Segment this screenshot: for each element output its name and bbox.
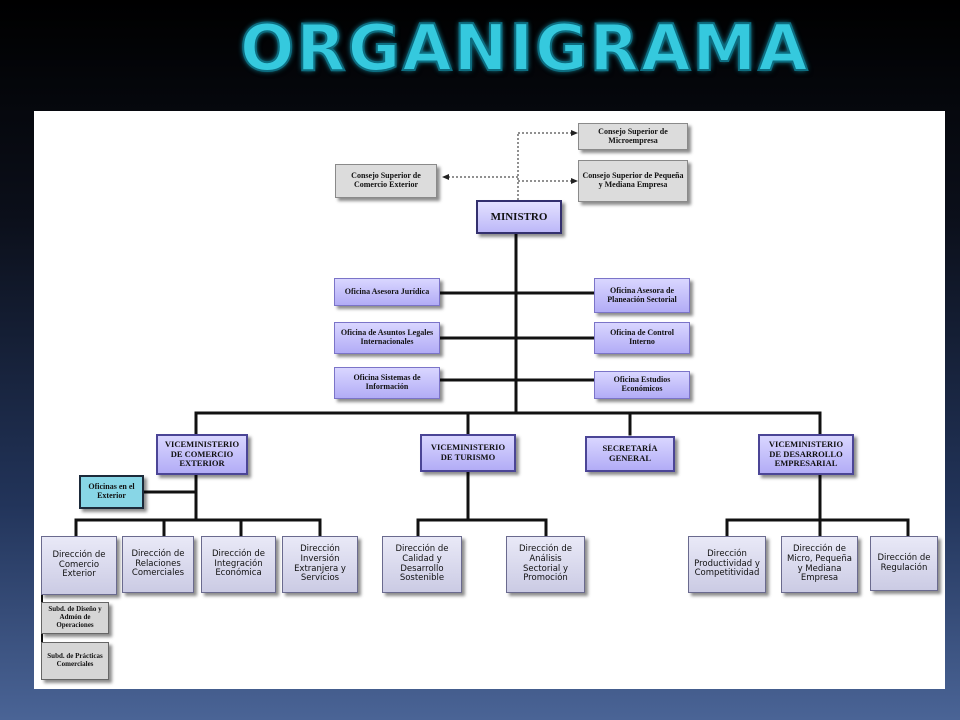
dotted-connectors <box>448 132 574 200</box>
consejo-comercio-exterior-box: Consejo Superior de Comercio Exterior <box>335 164 437 198</box>
oficinas-exterior-box: Oficinas en el Exterior <box>79 475 144 509</box>
viceministerio-desarrollo-box: VICEMINISTERIO DE DESARROLLO EMPRESARIAL <box>758 434 854 475</box>
page-title: ORGANIGRAMA <box>239 11 810 87</box>
dir-calidad-desarrollo-box: Dirección de Calidad y Desarrollo Sosten… <box>382 536 462 593</box>
dir-mipyme-box: Dirección de Micro, Pequeña y Mediana Em… <box>781 536 858 593</box>
oficina-control-interno-box: Oficina de Control Interno <box>594 322 690 354</box>
viceministerio-turismo-box: VICEMINISTERIO DE TURISMO <box>420 434 516 472</box>
viceministerio-comercio-box: VICEMINISTERIO DE COMERCIO EXTERIOR <box>156 434 248 475</box>
arrow-heads <box>442 130 578 184</box>
oficina-sistemas-box: Oficina Sistemas de Información <box>334 367 440 399</box>
oficina-asuntos-legales-box: Oficina de Asuntos Legales Internacional… <box>334 322 440 354</box>
secretaria-general-box: SECRETARÍA GENERAL <box>585 436 675 472</box>
dir-comercio-exterior-box: Dirección de Comercio Exterior <box>41 536 117 595</box>
consejo-pyme-box: Consejo Superior de Pequeña y Mediana Em… <box>578 160 688 202</box>
org-chart-panel: Consejo Superior de Microempresa Consejo… <box>34 111 945 689</box>
dir-integracion-economica-box: Dirección de Integración Económica <box>201 536 276 593</box>
dir-relaciones-comerciales-box: Dirección de Relaciones Comerciales <box>122 536 194 593</box>
solid-connectors <box>74 233 910 538</box>
dir-inversion-extranjera-box: Dirección Inversión Extranjera y Servici… <box>282 536 358 593</box>
subd-diseno-box: Subd. de Diseño y Admón de Operaciones <box>41 602 109 634</box>
oficina-juridica-box: Oficina Asesora Jurídica <box>334 278 440 306</box>
oficina-planeacion-box: Oficina Asesora de Planeación Sectorial <box>594 278 690 313</box>
dir-regulacion-box: Dirección de Regulación <box>870 536 938 591</box>
consejo-microempresa-box: Consejo Superior de Microempresa <box>578 123 688 150</box>
oficina-estudios-box: Oficina Estudios Económicos <box>594 371 690 399</box>
subd-practicas-box: Subd. de Prácticas Comerciales <box>41 642 109 680</box>
dir-productividad-box: Dirección Productividad y Competitividad <box>688 536 766 593</box>
ministro-box: MINISTRO <box>476 200 562 234</box>
dir-analisis-sectorial-box: Dirección de Análisis Sectorial y Promoc… <box>506 536 585 593</box>
connector-lines <box>41 130 910 666</box>
